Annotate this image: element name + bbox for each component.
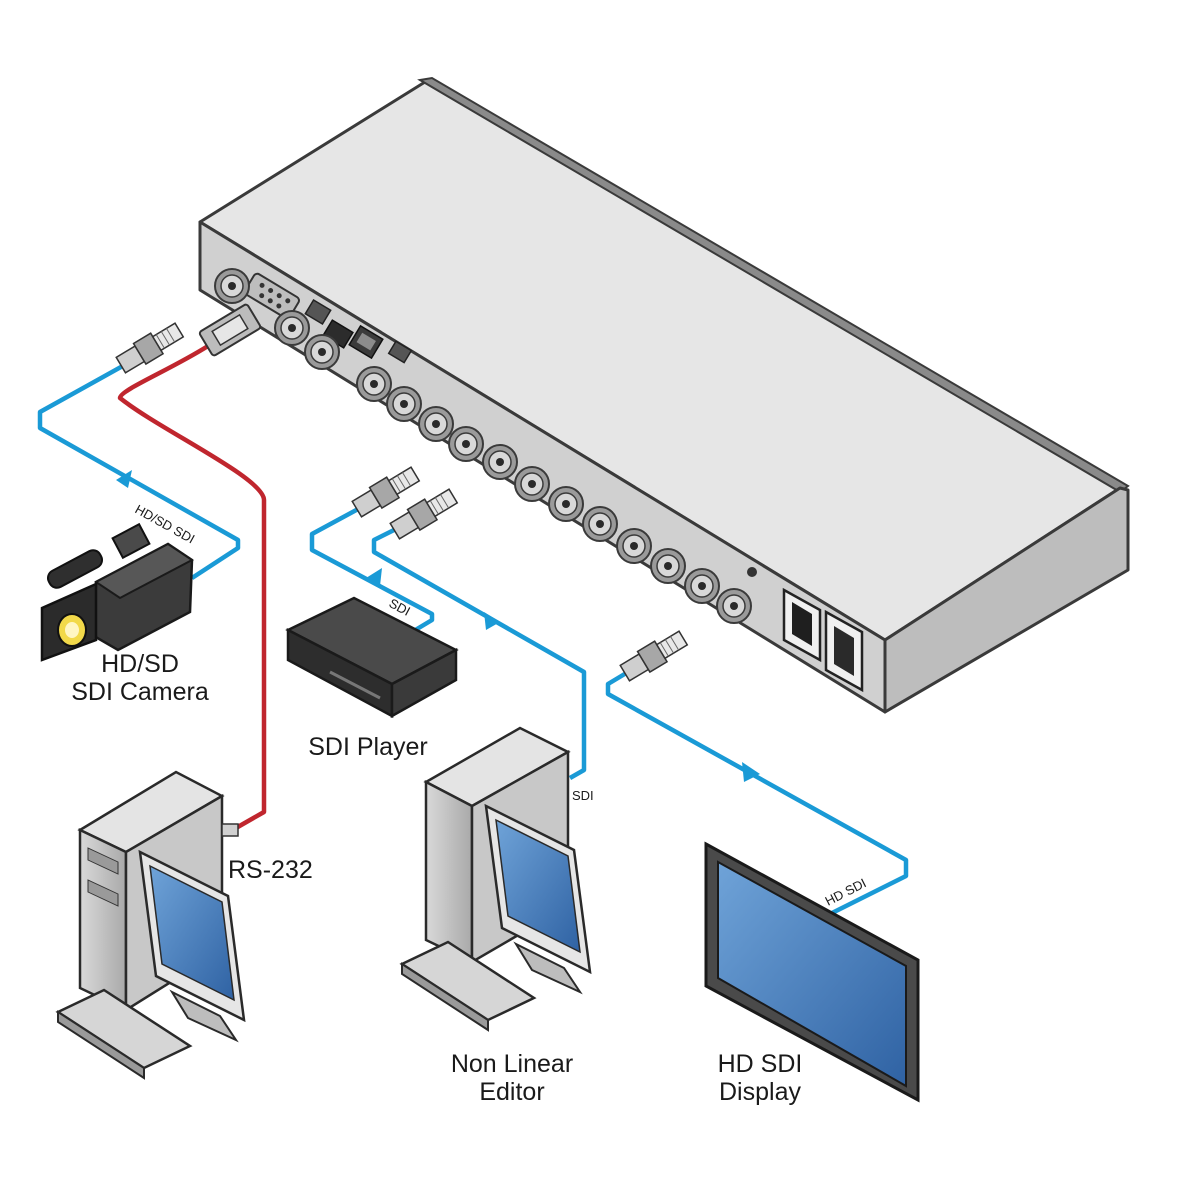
camera-label-line1: HD/SD bbox=[101, 650, 179, 678]
power-switch[interactable] bbox=[824, 609, 864, 693]
display-label-line1: HD SDI bbox=[718, 1050, 803, 1078]
bnc-port[interactable] bbox=[684, 568, 720, 604]
bnc-port[interactable] bbox=[582, 506, 618, 542]
camera-label-line2: SDI Camera bbox=[71, 678, 209, 706]
rs232-port[interactable] bbox=[244, 272, 301, 320]
bnc-port[interactable] bbox=[418, 406, 454, 442]
display-label-line2: Display bbox=[719, 1078, 801, 1106]
editor-label-line2: Editor bbox=[479, 1078, 544, 1106]
computer-icon bbox=[55, 770, 246, 1080]
bnc-port[interactable] bbox=[448, 426, 484, 462]
bnc-port[interactable] bbox=[482, 444, 518, 480]
bnc-plug-icon bbox=[387, 485, 461, 543]
arrow-icon bbox=[484, 612, 500, 630]
player-label: SDI Player bbox=[308, 733, 427, 761]
display-cable-label: HD SDI bbox=[823, 875, 869, 908]
chassis-lip bbox=[417, 76, 1130, 494]
display-cable bbox=[605, 670, 909, 917]
editor-cable bbox=[371, 525, 587, 780]
rs232-cable bbox=[117, 344, 267, 830]
camera-cable bbox=[37, 360, 241, 580]
editor-computer-icon bbox=[399, 726, 592, 1032]
bnc-port[interactable] bbox=[304, 334, 340, 370]
editor-cable-label: SDI bbox=[572, 788, 594, 803]
bnc-port[interactable] bbox=[616, 528, 652, 564]
bnc-plug-icon bbox=[617, 627, 691, 685]
bnc-port[interactable] bbox=[716, 588, 752, 624]
db9-plug-icon bbox=[198, 303, 262, 357]
player-cable bbox=[309, 506, 435, 634]
bnc-port[interactable] bbox=[650, 548, 686, 584]
dip-switch[interactable] bbox=[304, 298, 332, 326]
display-icon bbox=[704, 841, 920, 1103]
status-led bbox=[747, 567, 757, 577]
arrow-icon bbox=[742, 762, 760, 782]
bnc-port[interactable] bbox=[514, 466, 550, 502]
ethernet-port[interactable] bbox=[348, 324, 384, 360]
power-inlet[interactable] bbox=[782, 587, 822, 663]
bnc-port[interactable] bbox=[356, 366, 392, 402]
distribution-amplifier-unit bbox=[198, 76, 1130, 714]
bnc-port[interactable] bbox=[548, 486, 584, 522]
sdi-player-icon bbox=[285, 596, 459, 719]
bnc-port[interactable] bbox=[274, 310, 310, 346]
computer-label: RS-232 bbox=[228, 856, 313, 884]
dip-switch-2[interactable] bbox=[387, 340, 413, 364]
device-labels: HD/SD SDI Camera SDI Player RS-232 Non L… bbox=[71, 650, 802, 1106]
chassis-right-side bbox=[883, 486, 1130, 714]
camera-icon bbox=[40, 522, 194, 662]
bnc-port[interactable] bbox=[386, 386, 422, 422]
arrow-icon bbox=[116, 470, 132, 488]
bnc-port[interactable] bbox=[214, 268, 250, 304]
arrow-icon bbox=[366, 568, 382, 586]
editor-label-line1: Non Linear bbox=[451, 1050, 573, 1078]
